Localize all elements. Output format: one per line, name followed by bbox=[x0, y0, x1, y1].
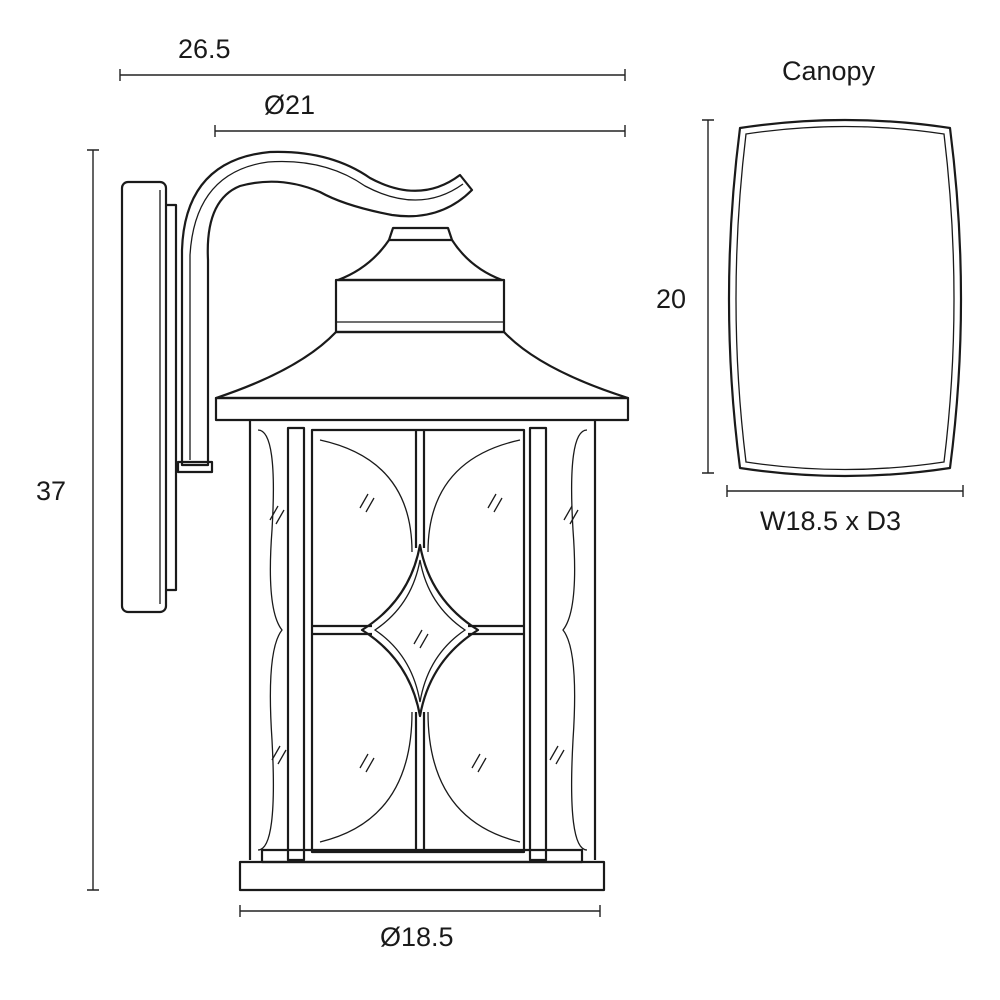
depth-label: 26.5 bbox=[178, 34, 231, 64]
dimension-line-height bbox=[87, 149, 99, 891]
canopy-title: Canopy bbox=[782, 56, 876, 86]
dimension-line-canopy-width bbox=[726, 485, 964, 497]
dimension-line-base bbox=[239, 905, 601, 917]
canopy-outline bbox=[727, 118, 963, 478]
dimension-line-depth bbox=[119, 69, 626, 81]
dimension-line-roof bbox=[214, 125, 626, 137]
dimension-line-canopy-height bbox=[702, 119, 714, 474]
lantern-roof bbox=[214, 226, 630, 422]
lantern-arm bbox=[176, 150, 474, 474]
height-label: 37 bbox=[36, 476, 67, 506]
canopy-height-label: 20 bbox=[656, 284, 687, 314]
canopy-size-label: W18.5 x D3 bbox=[760, 506, 902, 536]
wall-plate bbox=[120, 180, 178, 614]
base-diameter-label: Ø18.5 bbox=[380, 922, 454, 952]
lantern-body bbox=[238, 420, 606, 892]
roof-diameter-label: Ø21 bbox=[264, 90, 316, 120]
